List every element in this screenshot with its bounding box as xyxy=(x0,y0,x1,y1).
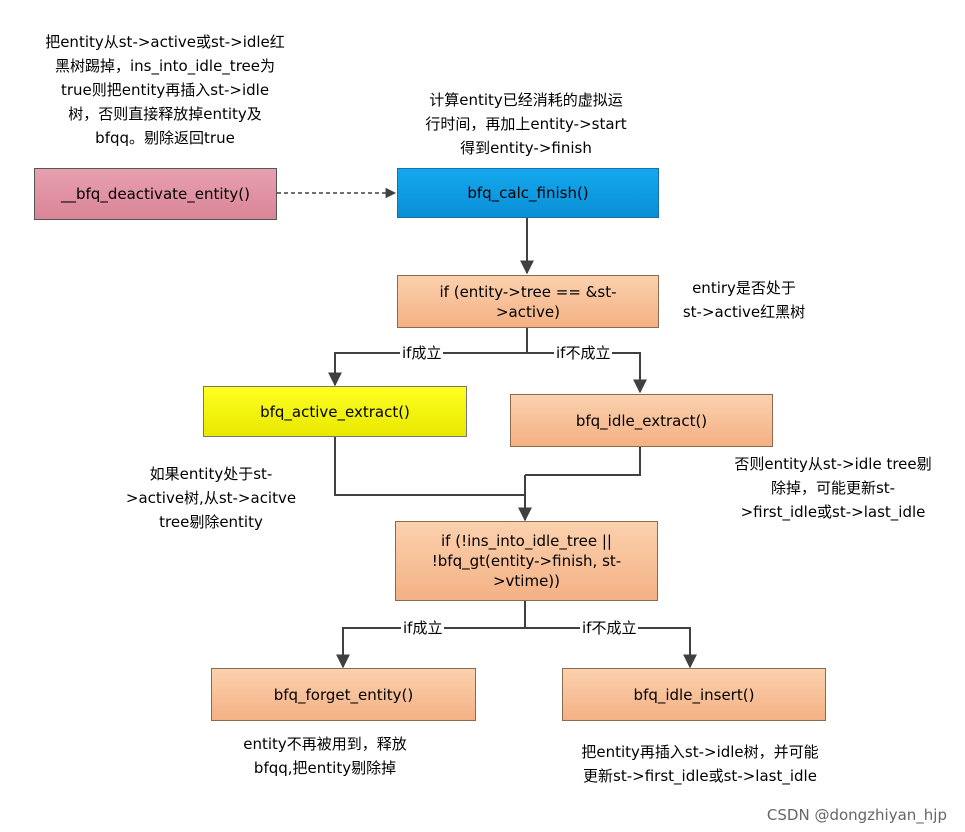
node-active-extract: bfq_active_extract() xyxy=(203,386,467,437)
edge-label-insert-no: if不成立 xyxy=(580,619,639,637)
note-forget-entity: entity不再被用到，释放 bfqq,把entity剔除掉 xyxy=(243,735,407,777)
note-active-extract: 如果entity处于st- >active树,从st->acitve tree剔… xyxy=(125,465,297,531)
note-if-tree: entiry是否处于 st->active红黑树 xyxy=(682,279,806,321)
node-calc-finish: bfq_calc_finish() xyxy=(397,168,659,218)
node-if-ins-into-idle-tree: if (!ins_into_idle_tree || !bfq_gt(entit… xyxy=(395,521,658,601)
watermark: CSDN @dongzhiyan_hjp xyxy=(766,806,947,824)
node-idle-extract: bfq_idle_extract() xyxy=(510,394,773,447)
node-idle-insert: bfq_idle_insert() xyxy=(562,668,826,721)
edge-label-insert-yes: if成立 xyxy=(401,619,445,637)
note-idle-insert: 把entity再插入st->idle树，并可能 更新st->first_idle… xyxy=(581,743,819,785)
note-deactivate: 把entity从st->active或st->idle红 黑树踢掉，ins_in… xyxy=(45,33,285,147)
node-forget-entity: bfq_forget_entity() xyxy=(211,668,476,721)
edge-active-to-merge xyxy=(334,437,525,496)
edge-idle-to-merge xyxy=(525,447,641,476)
node-if-entity-tree: if (entity->tree == &st->active) xyxy=(397,275,659,328)
edge-label-tree-no: if不成立 xyxy=(554,344,613,362)
note-calc-finish: 计算entity已经消耗的虚拟运 行时间，再加上entity->start 得到… xyxy=(425,91,627,157)
note-idle-extract: 否则entity从st->idle tree剔 除掉，可能更新st- >firs… xyxy=(734,455,932,521)
edge-label-tree-yes: if成立 xyxy=(400,344,444,362)
node-deactivate-entity: __bfq_deactivate_entity() xyxy=(34,168,277,220)
